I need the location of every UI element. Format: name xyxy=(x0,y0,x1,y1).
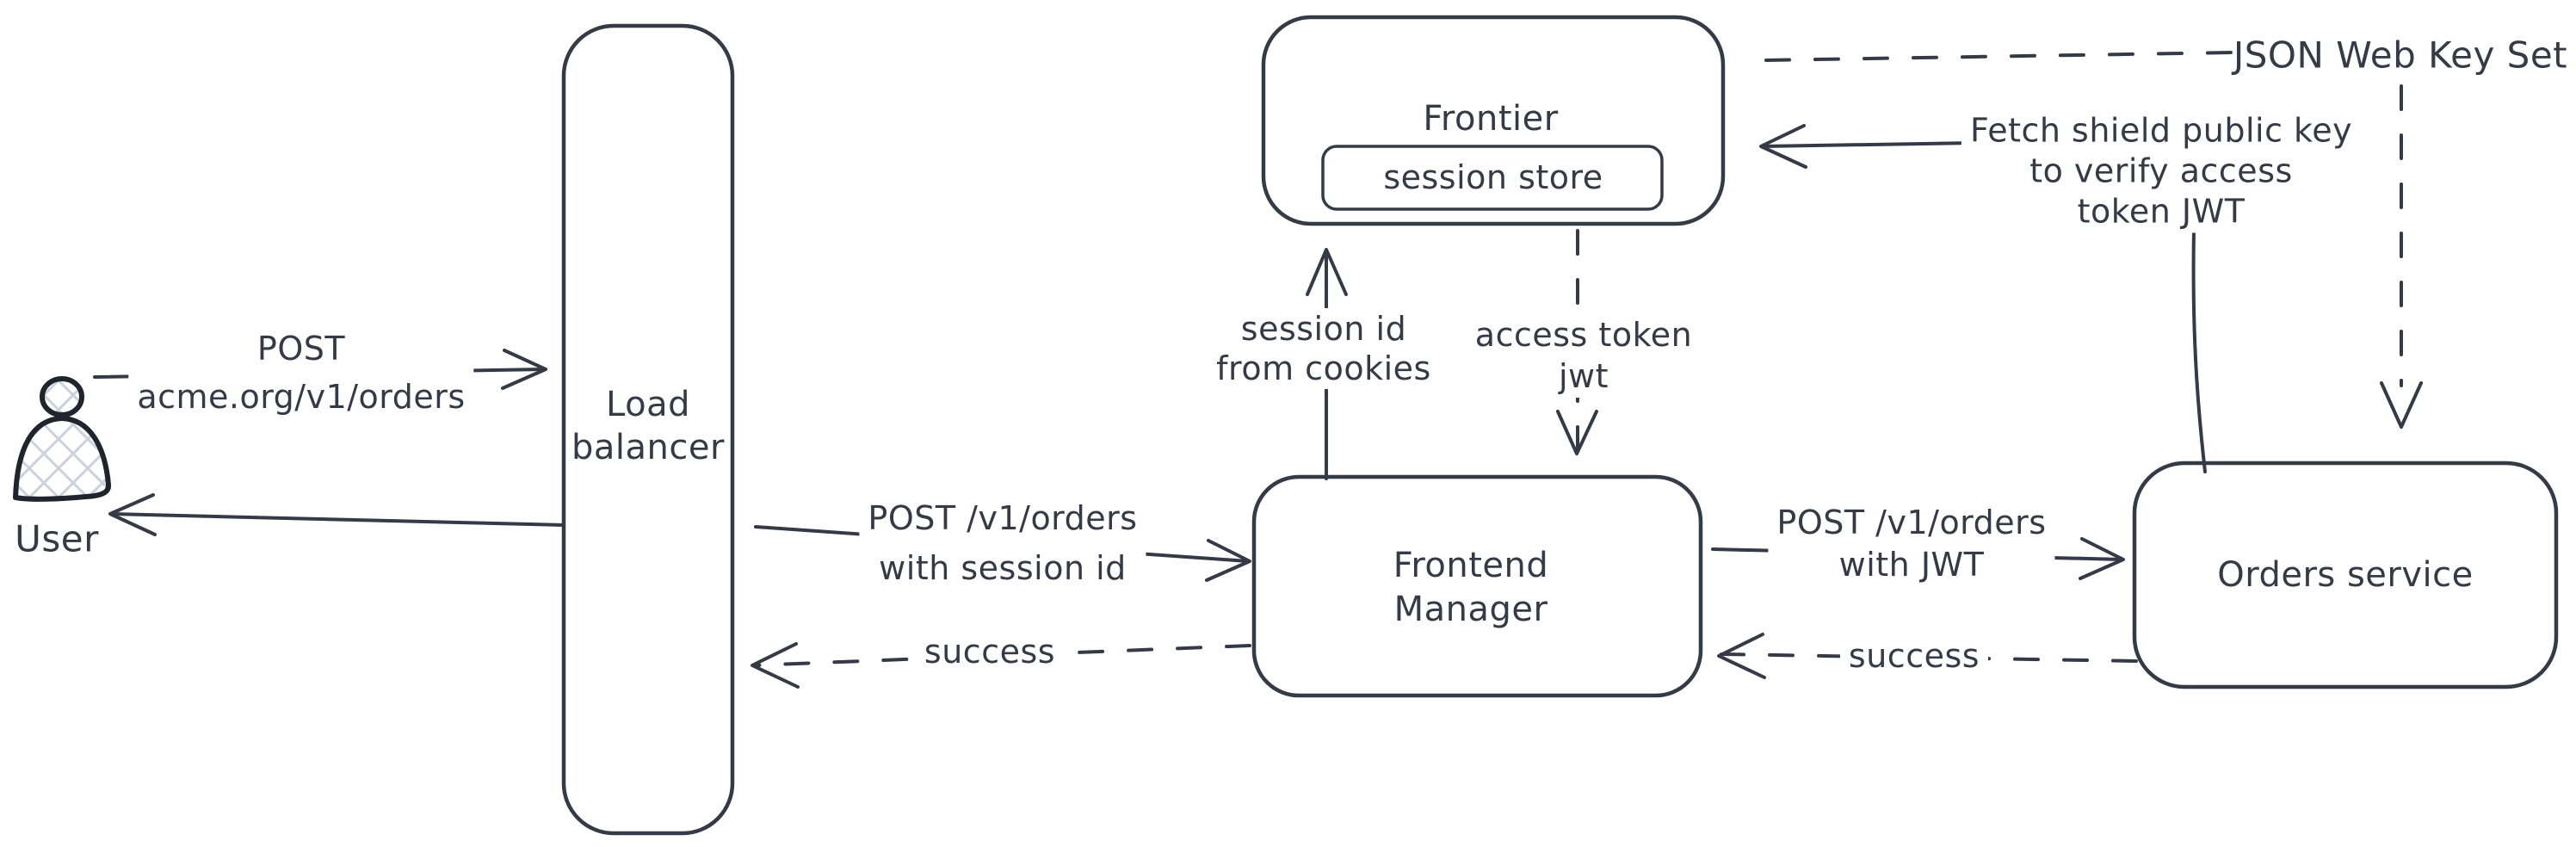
dashed-line-frontier-to-jwks xyxy=(1764,51,2233,62)
user-icon xyxy=(13,376,111,502)
arrow-load-balancer-to-user xyxy=(108,493,565,536)
edge-label-fm-to-orders-line1: POST /v1/orders xyxy=(1776,504,2047,541)
load-balancer-box xyxy=(561,23,735,836)
edge-label-fm-to-frontier: session id from cookies xyxy=(1208,308,1440,389)
edge-label-orders-to-frontier-line2: to verify access xyxy=(2029,151,2293,190)
edge-label-orders-to-frontier: Fetch shield public key to verify access… xyxy=(1961,109,2362,233)
edge-label-fm-to-orders-line2: with JWT xyxy=(1838,546,1985,584)
load-balancer-label-line2: balancer xyxy=(571,428,725,467)
edge-label-frontier-to-fm-line2: jwt xyxy=(1558,357,1609,395)
edge-label-lb-to-fm-line1: POST /v1/orders xyxy=(868,499,1138,537)
load-balancer-label: Load balancer xyxy=(571,383,725,469)
orders-service-label: Orders service xyxy=(2217,555,2474,595)
edge-label-lb-to-fm-line2: with session id xyxy=(879,549,1127,587)
edge-label-lb-to-fm: POST /v1/orders with session id xyxy=(859,492,1146,594)
frontend-manager-label-line1: Frontend xyxy=(1393,546,1549,585)
edge-label-fm-to-frontier-line1: session id xyxy=(1240,310,1407,348)
load-balancer-label-line1: Load xyxy=(606,385,690,424)
edge-label-fm-to-orders: POST /v1/orders with JWT xyxy=(1768,501,2055,587)
edge-label-frontier-to-fm: access token jwt xyxy=(1466,313,1702,398)
edge-label-orders-to-fm-success: success xyxy=(1839,636,1989,676)
edge-label-orders-to-frontier-line3: token JWT xyxy=(2077,192,2246,231)
edge-label-user-to-lb-line1: POST xyxy=(256,330,346,368)
edge-label-user-to-lb: POST acme.org/v1/orders xyxy=(128,324,474,422)
jwks-label: JSON Web Key Set xyxy=(2233,34,2568,77)
frontier-label: Frontier xyxy=(1423,99,1559,139)
edge-label-user-to-lb-line2: acme.org/v1/orders xyxy=(137,378,466,416)
user-label: User xyxy=(15,517,99,560)
frontend-manager-label-line2: Manager xyxy=(1393,590,1548,629)
arrow-jwks-to-orders-service xyxy=(2380,84,2423,429)
edge-label-fm-to-frontier-line2: from cookies xyxy=(1216,349,1431,387)
edge-label-frontier-to-fm-line1: access token xyxy=(1474,316,1693,354)
session-store-box xyxy=(1321,145,1664,211)
edge-label-orders-to-frontier-line1: Fetch shield public key xyxy=(1969,111,2353,150)
edge-label-fm-to-lb-success: success xyxy=(915,632,1065,671)
orders-service-box xyxy=(2132,461,2559,689)
frontend-manager-label: Frontend Manager xyxy=(1393,544,1549,632)
arrow-orders-service-to-frontier xyxy=(1759,124,2207,473)
session-store-label: session store xyxy=(1383,158,1603,196)
frontend-manager-box xyxy=(1251,474,1703,698)
